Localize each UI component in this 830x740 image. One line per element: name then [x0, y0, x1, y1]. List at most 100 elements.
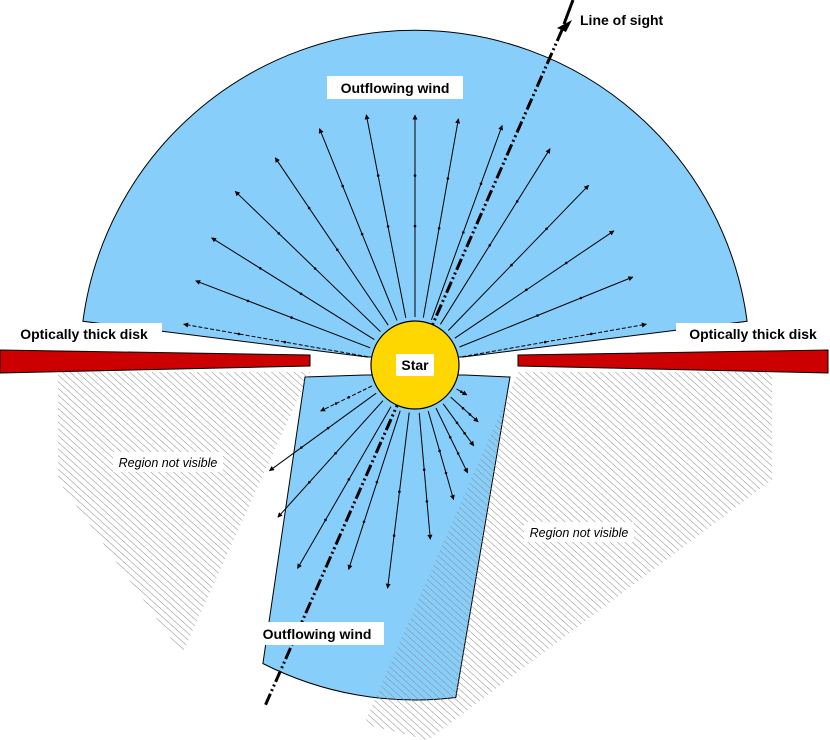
star-label-box	[396, 354, 434, 376]
wind-arrow-marker	[347, 478, 351, 481]
wind-arrow-marker	[543, 340, 547, 344]
wind-arrow	[430, 124, 504, 321]
wind-arrow-marker	[326, 426, 330, 430]
region-right-label: Region not visible	[530, 526, 629, 540]
wind-arrow-marker	[299, 292, 303, 296]
wind-arrow-marker	[413, 224, 417, 228]
wind-arrow-marker	[324, 518, 327, 522]
wind-arrow-marker	[462, 391, 466, 395]
wind-arrow-marker	[463, 432, 466, 435]
disk-right-label: Optically thick disk	[689, 326, 817, 342]
disk-left-label-box	[6, 323, 162, 345]
line-of-sight-label: Line of sight	[580, 12, 664, 28]
wind-arrow-marker	[525, 288, 528, 292]
region-right-label-box	[524, 522, 634, 542]
line-of-sight-arrowhead	[557, 20, 572, 32]
wind-arrow-marker	[362, 520, 366, 524]
wind-arrow-marker	[360, 232, 364, 236]
wind-arrow-marker	[313, 267, 317, 270]
wind-arrow-marker	[536, 314, 539, 317]
line-of-sight	[263, 29, 564, 707]
wind-arrow-marker	[455, 421, 459, 425]
wind-arrow	[183, 322, 368, 358]
wind-arrow-marker	[413, 174, 417, 177]
line-of-sight-arrow	[562, 0, 575, 25]
wind-arrow-marker	[341, 184, 345, 188]
wind-arrow-marker	[237, 332, 241, 336]
wind-arrow-marker	[488, 244, 492, 247]
wind-arrow-marker	[300, 446, 303, 449]
wind-arrow-marker	[283, 340, 287, 344]
wind-arrow	[318, 128, 398, 321]
wind-bottom-label: Outflowing wind	[263, 626, 372, 642]
wind-arrow-marker	[446, 177, 450, 180]
wind-arrow-marker	[375, 480, 379, 484]
wind-arrow	[418, 412, 433, 540]
wind-arrow	[364, 114, 407, 318]
wind-arrow-marker	[334, 451, 337, 455]
wind-arrow-marker	[308, 481, 311, 484]
wind-arrow-marker	[468, 413, 472, 416]
wind-top-label: Outflowing wind	[341, 80, 450, 96]
wind-arrow-marker	[448, 436, 452, 439]
disk-left-label: Optically thick disk	[20, 326, 148, 342]
wind-arrow-marker	[398, 490, 401, 494]
wind-arrow	[211, 237, 375, 341]
wind-arrow-marker	[479, 182, 483, 185]
region-left-label-box	[113, 452, 223, 472]
wind-arrow-marker	[290, 316, 293, 319]
wind-arrow-marker	[386, 225, 390, 228]
wind-arrow	[385, 412, 410, 589]
wind-arrow	[427, 410, 455, 501]
hidden-region-right	[364, 372, 772, 740]
wind-arrow	[297, 406, 392, 569]
wind-arrow-marker	[307, 206, 311, 210]
wind-arrow	[234, 190, 381, 333]
disk-left	[0, 349, 311, 374]
star-label: Star	[401, 357, 429, 373]
wind-arrow	[435, 407, 469, 474]
wind-arrow-marker	[425, 500, 429, 503]
wind-arrow	[462, 322, 647, 358]
wind-arrow-marker	[545, 227, 548, 231]
wind-arrow-marker	[589, 332, 593, 336]
wind-arrow-marker	[246, 299, 250, 303]
wind-arrow-marker	[347, 396, 351, 399]
wind-arrow	[454, 230, 615, 339]
hidden-region-left	[58, 372, 310, 654]
wind-arrow	[459, 276, 634, 348]
wind-arrow-marker	[422, 468, 426, 472]
wind-arrow-marker	[515, 200, 519, 203]
wind-arrow	[277, 400, 384, 518]
wind-top-label-box	[327, 76, 463, 99]
region-left-label: Region not visible	[119, 456, 218, 470]
wind-arrow	[268, 392, 377, 472]
wind-arrow-marker	[336, 248, 339, 252]
wind-arrow-marker	[444, 471, 448, 475]
wind-arrow-marker	[579, 296, 583, 300]
wind-arrow	[195, 280, 371, 349]
wind-arrow-marker	[376, 174, 380, 177]
wind-arrow-marker	[456, 452, 460, 455]
wind-arrow-marker	[277, 232, 281, 235]
wind-arrow-marker	[438, 449, 441, 453]
wind-arrow-marker	[510, 263, 513, 267]
wind-arrow	[447, 184, 590, 331]
wind-arrow	[422, 118, 461, 318]
wind-arrows	[183, 114, 647, 589]
wind-arrow-marker	[334, 402, 338, 405]
wind-arrow	[442, 403, 475, 447]
wind-arrow-marker	[461, 407, 465, 410]
wind-arrow-marker	[437, 226, 441, 230]
wind-arrow-marker	[259, 267, 262, 270]
disk-right	[517, 349, 829, 374]
wind-arrow	[347, 410, 401, 570]
wind-arrow-marker	[459, 390, 463, 394]
wind-arrow	[320, 385, 373, 412]
wind-arrow-marker	[392, 534, 396, 537]
wind-arrow	[450, 396, 479, 423]
wind-arrow	[439, 148, 551, 325]
wind-arrow-marker	[564, 261, 568, 265]
disk-right-label-box	[676, 323, 830, 345]
